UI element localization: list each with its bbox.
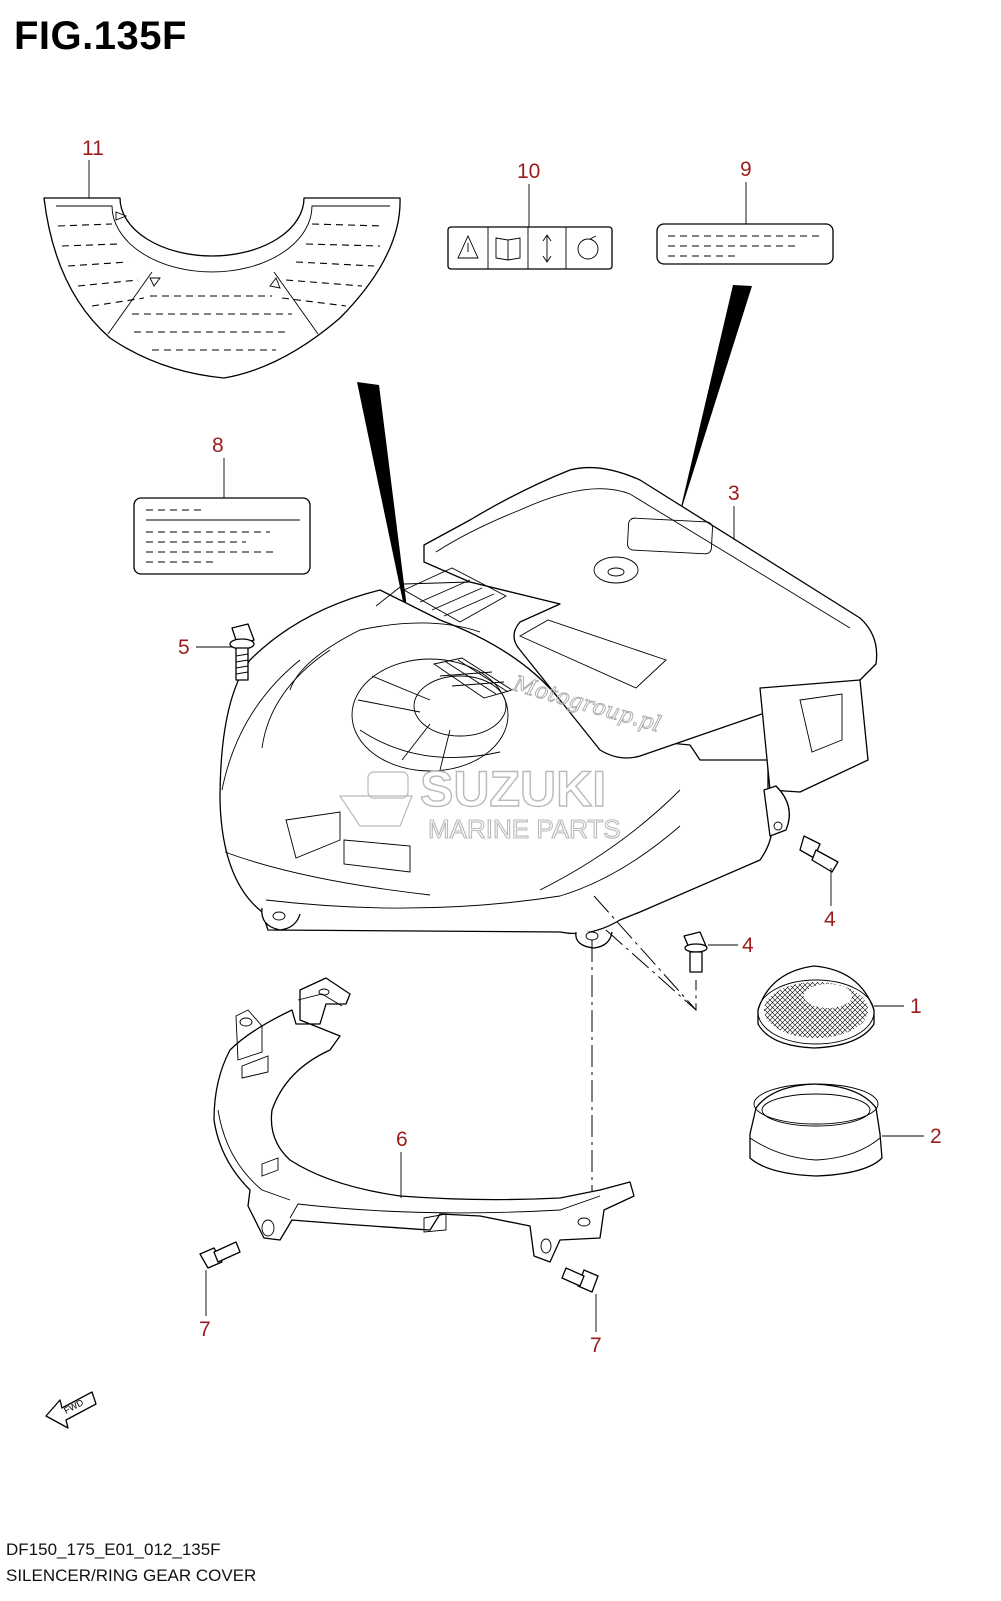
watermark-subtitle: MARINE PARTS: [428, 814, 621, 844]
callout-9: 9: [740, 158, 752, 181]
callout-5: 5: [178, 636, 190, 659]
callout-11: 10: [517, 160, 540, 183]
callout-4a: 4: [824, 908, 836, 931]
part-8-ring-label: 11: [43, 137, 401, 379]
fwd-direction-arrow: FWD: [45, 1391, 97, 1429]
watermark-brand: SUZUKI: [420, 761, 606, 817]
callout-4b: 4: [742, 934, 754, 957]
part-2-ring: 2: [749, 1083, 942, 1177]
part-7-bolt-a: 7: [199, 1241, 241, 1341]
part-4-bolt-a: 4: [799, 835, 839, 931]
callout-7a: 7: [199, 1318, 211, 1341]
part-3-silencer-case: 3: [219, 466, 878, 949]
figure-title: FIG.135F: [14, 14, 187, 58]
footer-code: DF150_175_E01_012_135F: [6, 1540, 221, 1559]
part-4-bolt-b: 4: [683, 931, 754, 973]
pointer-wedge-left: [357, 382, 411, 640]
callout-2: 2: [930, 1125, 942, 1148]
part-6-ring-gear-cover: 6: [213, 977, 635, 1263]
part-10-text-label: 8: [133, 434, 311, 575]
part-9-text-label: 9: [656, 158, 834, 265]
part-7-bolt-b: 7: [561, 1267, 602, 1357]
callout-6: 6: [396, 1128, 408, 1151]
callout-1: 1: [910, 995, 922, 1018]
footer-caption: SILENCER/RING GEAR COVER: [6, 1566, 257, 1585]
callout-8: 11: [82, 137, 104, 160]
callout-3: 3: [728, 482, 740, 505]
callout-7b: 7: [590, 1334, 602, 1357]
part-1-mesh-cap: 1: [757, 965, 922, 1049]
callout-10: 8: [212, 434, 224, 457]
part-5-bolt: 5: [178, 623, 255, 681]
part-11-icon-label: 10: [447, 160, 613, 270]
pointer-wedge-right: [678, 285, 752, 520]
